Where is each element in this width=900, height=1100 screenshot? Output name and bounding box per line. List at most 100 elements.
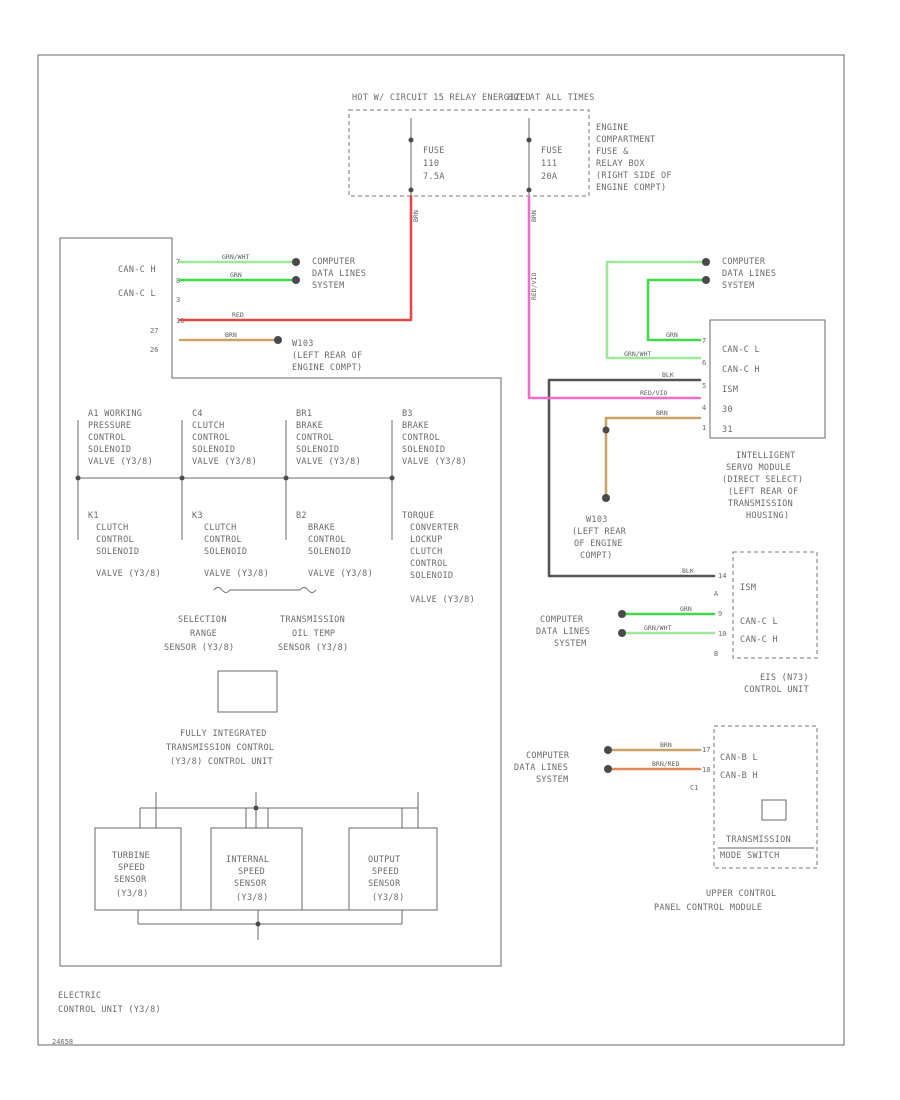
output-speed-sensor: OUTPUT SPEED SENSOR (Y3/8) (348, 827, 438, 911)
svg-text:3: 3 (176, 296, 180, 304)
turbine-speed-sensor: TURBINE SPEED SENSOR (Y3/8) (94, 827, 182, 911)
svg-text:SOLENOID: SOLENOID (192, 445, 235, 455)
svg-text:CONTROL: CONTROL (88, 433, 126, 443)
speed-sensor-bus (137, 792, 419, 940)
solenoid-k3-clutch: K3 CLUTCH CONTROL SOLENOID VALVE (Y3/8) (192, 511, 269, 579)
svg-text:COMPUTER: COMPUTER (312, 257, 356, 267)
tcm-wires: GRN/WHT GRN RED BRN (178, 194, 413, 344)
svg-text:TRANSMISSION CONTROL: TRANSMISSION CONTROL (166, 743, 274, 753)
svg-text:BLK: BLK (662, 371, 674, 379)
data-lines-label-eis: COMPUTER DATA LINES SYSTEM (536, 615, 590, 649)
tcu-label: FULLY INTEGRATED TRANSMISSION CONTROL (Y… (166, 729, 274, 767)
svg-text:BRAKE: BRAKE (402, 421, 429, 431)
svg-text:CLUTCH: CLUTCH (192, 421, 225, 431)
svg-text:BR1: BR1 (296, 409, 312, 419)
isc-pin-30: 30 (722, 405, 733, 415)
eis-pin-can-c-h: CAN-C H (740, 635, 778, 645)
svg-text:CONTROL: CONTROL (308, 535, 346, 545)
wire-brn-isc (604, 416, 702, 498)
svg-text:ELECTRIC: ELECTRIC (58, 991, 101, 1001)
svg-text:VALVE (Y3/8): VALVE (Y3/8) (308, 569, 373, 579)
hot-run-label: HOT W/ CIRCUIT 15 RELAY ENERGIZED (352, 93, 531, 103)
svg-text:TORQUE: TORQUE (402, 511, 435, 521)
svg-text:DATA LINES: DATA LINES (514, 763, 568, 773)
fuse-box: HOT W/ CIRCUIT 15 RELAY ENERGIZED HOT AT… (348, 93, 672, 197)
svg-text:SENSOR: SENSOR (234, 879, 267, 889)
svg-text:(Y3/8): (Y3/8) (236, 893, 269, 903)
svg-text:B: B (714, 650, 718, 658)
pin-can-c-h-label: CAN-C H (118, 265, 156, 275)
svg-text:8: 8 (176, 277, 180, 285)
svg-text:(Y3/8): (Y3/8) (116, 889, 149, 899)
svg-text:VALVE (Y3/8): VALVE (Y3/8) (88, 457, 153, 467)
splice-w103-isc-label: W103 (LEFT REAR OF ENGINE COMPT) (572, 515, 626, 561)
svg-text:CONTROL: CONTROL (402, 433, 440, 443)
svg-text:W103: W103 (292, 339, 314, 349)
intelligent-servo-module: 7 6 5 4 1 CAN-C L CAN-C H ISM 30 31 (702, 319, 826, 439)
svg-text:PRESSURE: PRESSURE (88, 421, 131, 431)
solenoid-k1-clutch: K1 CLUTCH CONTROL SOLENOID VALVE (Y3/8) (88, 511, 161, 579)
svg-text:BRN: BRN (660, 741, 672, 749)
solenoid-br1-brake: BR1 BRAKE CONTROL SOLENOID VALVE (Y3/8) (296, 409, 361, 467)
isc-label: INTELLIGENT SERVO MODULE (DIRECT SELECT)… (722, 451, 803, 521)
svg-text:UPPER CONTROL: UPPER CONTROL (706, 889, 776, 899)
svg-text:26: 26 (150, 346, 158, 354)
fuse-110-line1: FUSE (423, 146, 445, 156)
isc-wires: GRN/WHT GRN BLK BLK RED/VIO RED/VIO BRN (527, 194, 716, 578)
svg-text:17: 17 (702, 746, 710, 754)
svg-text:OF ENGINE: OF ENGINE (574, 539, 623, 549)
svg-text:SENSOR (Y3/8): SENSOR (Y3/8) (278, 643, 348, 653)
svg-text:HOUSING): HOUSING) (746, 511, 789, 521)
tcm-connector: CAN-C H CAN-C L 7 8 3 10 27 26 (59, 237, 502, 967)
svg-text:BRN: BRN (225, 331, 237, 339)
svg-text:SENSOR: SENSOR (114, 875, 147, 885)
svg-text:OUTPUT: OUTPUT (368, 855, 401, 865)
wire-red-fuse110 (178, 194, 413, 322)
svg-text:CONTROL: CONTROL (410, 559, 448, 569)
wire-blk-ism (547, 378, 716, 578)
svg-text:SOLENOID: SOLENOID (96, 547, 139, 557)
svg-text:1: 1 (702, 424, 706, 432)
svg-text:CONTROL: CONTROL (192, 433, 230, 443)
svg-text:SOLENOID: SOLENOID (410, 571, 453, 581)
eis-label: EIS (N73) CONTROL UNIT (744, 673, 809, 695)
svg-text:CONTROL: CONTROL (296, 433, 334, 443)
svg-text:ENGINE COMPT): ENGINE COMPT) (596, 183, 666, 193)
splice-w103-label: W103 (LEFT REAR OF ENGINE COMPT) (292, 339, 362, 373)
svg-text:SERVO MODULE: SERVO MODULE (726, 463, 791, 473)
svg-text:ENGINE: ENGINE (596, 123, 629, 133)
svg-text:10: 10 (718, 630, 726, 638)
svg-text:BRAKE: BRAKE (308, 523, 335, 533)
svg-text:CONVERTER: CONVERTER (410, 523, 459, 533)
eis-wires: GRN GRN/WHT (618, 605, 716, 637)
svg-text:COMPUTER: COMPUTER (526, 751, 570, 761)
svg-text:GRN/WHT: GRN/WHT (222, 253, 249, 261)
svg-text:(LEFT REAR OF: (LEFT REAR OF (728, 487, 798, 497)
wire-red-vio-fuse111 (527, 194, 702, 400)
tcu-chip-box (217, 670, 278, 713)
svg-text:FULLY INTEGRATED: FULLY INTEGRATED (180, 729, 267, 739)
data-lines-label-upper: COMPUTER DATA LINES SYSTEM (514, 751, 570, 785)
solenoid-b2-brake: B2 BRAKE CONTROL SOLENOID VALVE (Y3/8) (296, 511, 373, 579)
svg-text:INTERNAL: INTERNAL (226, 855, 269, 865)
mode-switch-label-2: MODE SWITCH (720, 851, 780, 861)
isc-pin-can-c-h: CAN-C H (722, 365, 760, 375)
svg-text:7: 7 (702, 337, 706, 345)
svg-text:GRN/WHT: GRN/WHT (644, 624, 671, 632)
svg-text:SOLENOID: SOLENOID (88, 445, 131, 455)
svg-text:GRN/WHT: GRN/WHT (624, 350, 651, 358)
electric-control-unit-label: ELECTRIC CONTROL UNIT (Y3/8) (58, 991, 161, 1015)
svg-text:CLUTCH: CLUTCH (204, 523, 237, 533)
svg-text:SENSOR (Y3/8): SENSOR (Y3/8) (164, 643, 234, 653)
svg-text:14: 14 (718, 572, 726, 580)
svg-text:C4: C4 (192, 409, 203, 419)
svg-text:GRN: GRN (680, 605, 692, 613)
svg-text:(Y3/8) CONTROL UNIT: (Y3/8) CONTROL UNIT (170, 757, 273, 767)
svg-text:COMPARTMENT: COMPARTMENT (596, 135, 656, 145)
svg-text:A: A (714, 590, 719, 598)
solenoid-a1-working-pressure: A1 WORKING PRESSURE CONTROL SOLENOID VAL… (88, 409, 153, 467)
svg-text:VALVE (Y3/8): VALVE (Y3/8) (410, 595, 475, 605)
svg-text:(LEFT REAR OF: (LEFT REAR OF (292, 351, 362, 361)
svg-text:RED: RED (232, 311, 244, 319)
svg-text:SYSTEM: SYSTEM (312, 281, 345, 291)
